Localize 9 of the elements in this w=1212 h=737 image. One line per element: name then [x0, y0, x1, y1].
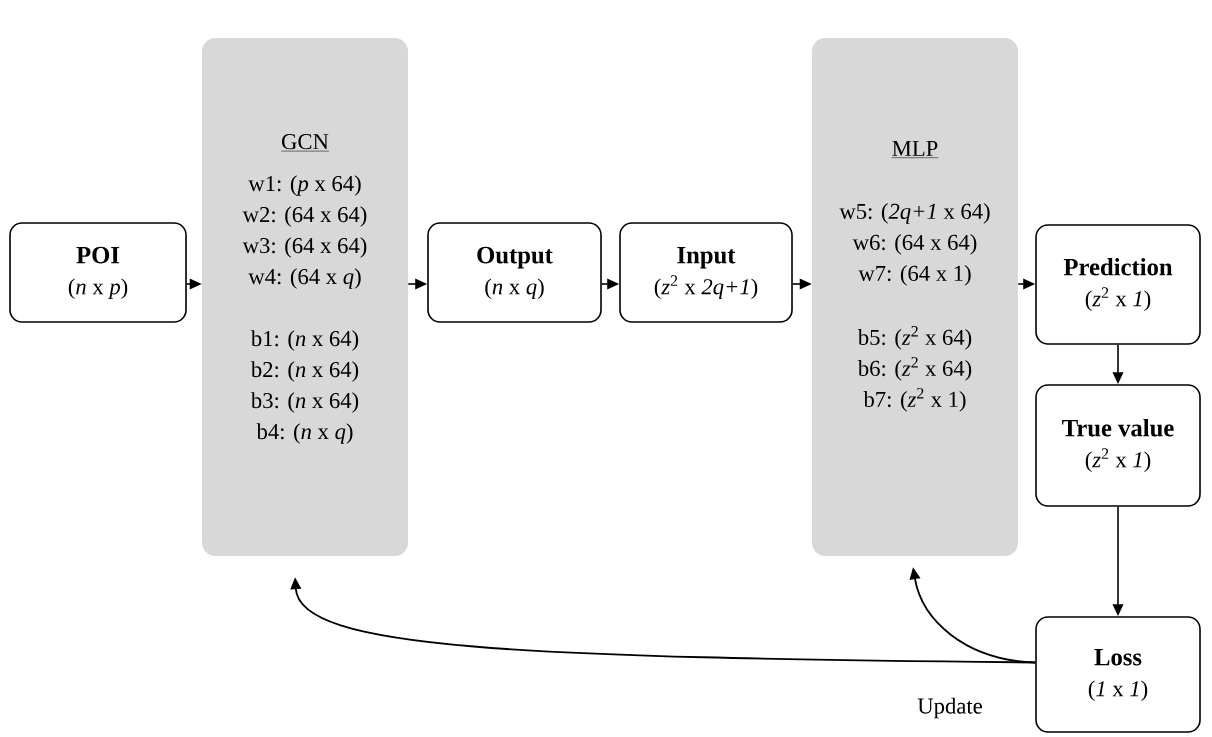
layer-panel: MLP w5: (2q+1 x 64) w6: (64 x 64) w7: (64 x 1) b5: (z$^{2}$ x 64) b6: (z$^{2}$ x 64) b7: (z$^{2}$ x 1) — [812, 38, 1018, 556]
process-box: Input (z$^{2}$ x 2q+1) — [619, 222, 793, 323]
process-box: Loss (1 x 1) — [1035, 616, 1201, 733]
process-box: POI (n x p) — [9, 222, 187, 323]
process-box: True value (z$^{2}$ x 1) — [1035, 384, 1201, 507]
process-box: Output (n x q) — [427, 222, 602, 323]
layer-panel: GCN w1: (p x 64) w2: (64 x 64) w3: (64 x 64) w4: (64 x q) b1: (n x 64) b2: (n x 64) b3: (n x 64) b4: (n x q) — [202, 38, 408, 556]
edge-label: Update — [917, 697, 982, 719]
process-box: Prediction (z$^{2}$ x 1) — [1035, 224, 1201, 345]
